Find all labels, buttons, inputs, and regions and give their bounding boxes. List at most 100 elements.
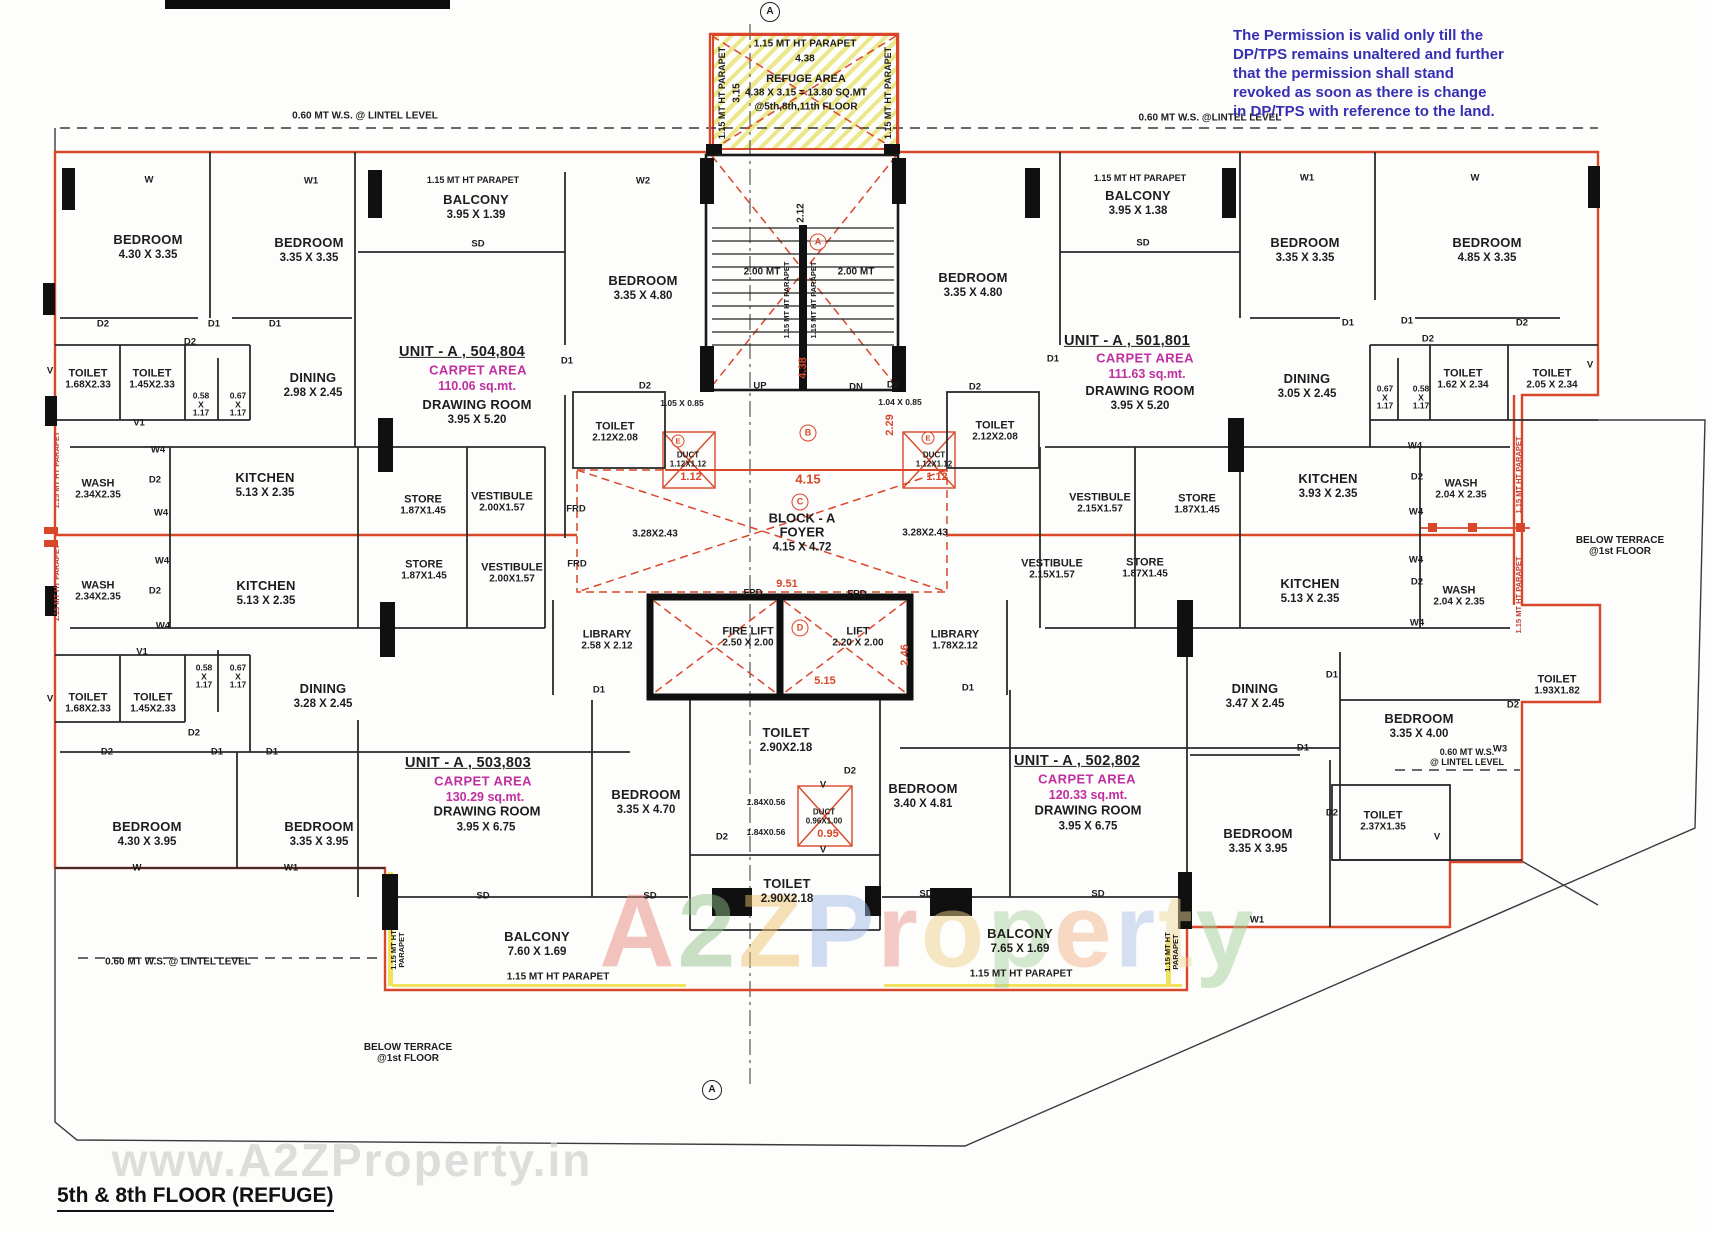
grid-marker-c: C bbox=[791, 493, 809, 511]
door-tag: D1 bbox=[1325, 669, 1339, 681]
refuge-parapet-top: 1.15 MT HT PARAPET bbox=[753, 38, 857, 50]
lintel-note-bottom: 0.60 MT W.S. @ LINTEL LEVEL bbox=[105, 956, 251, 968]
carpet-area-label: CARPET AREA bbox=[429, 362, 527, 378]
carpet-area-label: CARPET AREA bbox=[434, 773, 532, 789]
window-tag: W bbox=[1470, 172, 1480, 184]
room-drawing-room-dims: 3.95 X 6.75 bbox=[456, 821, 516, 834]
watermark-letter: 2 bbox=[677, 873, 739, 990]
window-tag: W bbox=[144, 174, 154, 186]
stair-up-label: UP bbox=[753, 380, 767, 392]
duct-dim-red: 1.12 bbox=[680, 470, 702, 483]
watermark-url: www.A2ZProperty.in bbox=[111, 1134, 593, 1186]
door-tag: D2 bbox=[1421, 333, 1435, 345]
edge-parapet: 1.15 MT HT PARAPET bbox=[1514, 436, 1524, 514]
balcony-parapet-note: 1.15 MT HT PARAPET bbox=[426, 174, 520, 185]
wall-jambs bbox=[43, 144, 1600, 930]
carpet-area-value: 110.06 sq.mt. bbox=[438, 379, 516, 393]
window-tag: W4 bbox=[153, 507, 169, 519]
refuge-depth-dim: 3.15 bbox=[731, 83, 743, 103]
lintel-note: 0.60 MT W.S. @ LINTEL LEVEL bbox=[1429, 746, 1505, 767]
door-tag: D2 bbox=[96, 318, 110, 330]
stair-dim: 2.12 bbox=[795, 203, 807, 223]
door-tag: FRD bbox=[567, 558, 587, 570]
door-tag: D2 bbox=[715, 831, 729, 843]
watermark-letter: y bbox=[1195, 873, 1257, 990]
door-tag: D2 bbox=[1410, 576, 1424, 588]
lintel-note-top-right: 0.60 MT W.S. @LINTEL LEVEL bbox=[1138, 112, 1282, 124]
door-tag: D2 bbox=[1515, 317, 1529, 329]
dim-small: 0.58 X 1.17 bbox=[195, 662, 213, 690]
stair-dn-label: DN bbox=[849, 381, 863, 393]
unit-title: UNIT - A , 502,802 bbox=[1013, 752, 1141, 769]
carpet-area-value: 111.63 sq.mt. bbox=[1108, 367, 1186, 381]
stair-dim-red: 2.29 bbox=[883, 414, 896, 436]
door-tag: D1 bbox=[592, 684, 606, 696]
interior-walls bbox=[55, 152, 1598, 931]
scan-artifact-bar bbox=[165, 0, 450, 9]
door-tag: D2 bbox=[100, 746, 114, 758]
door-tag: SD bbox=[1136, 237, 1150, 249]
permission-note: The Permission is valid only till the DP… bbox=[1233, 27, 1504, 121]
lift-core bbox=[646, 593, 914, 701]
vent-tag: V bbox=[46, 693, 54, 705]
watermark-letter: A bbox=[599, 873, 678, 990]
door-tag: SD bbox=[1091, 888, 1105, 900]
room-drawing-room-dims: 3.95 X 6.75 bbox=[1058, 820, 1118, 833]
foyer-dim-red: 4.15 bbox=[795, 471, 821, 487]
stair-parapet-note: 1.15 MT HT PARAPET bbox=[809, 261, 819, 339]
room-foyer: FOYER bbox=[779, 524, 825, 540]
door-tag: SD bbox=[919, 888, 933, 900]
carpet-area-value: 120.33 sq.mt. bbox=[1048, 788, 1128, 802]
window-tag: W4 bbox=[1408, 506, 1424, 518]
door-tag: FPD bbox=[743, 587, 763, 599]
vent-tag: V bbox=[819, 844, 827, 856]
dim-small: 1.04 X 0.85 bbox=[878, 397, 922, 408]
dim-small: 0.67 X 1.17 bbox=[1376, 383, 1394, 411]
room-duct: DUCT 1.12X1.12 bbox=[669, 450, 707, 468]
watermark-letter: r bbox=[877, 873, 921, 990]
window-tag: W1 bbox=[303, 175, 319, 187]
door-tag: D2 bbox=[886, 379, 900, 391]
lift-dim-red: 5.15 bbox=[814, 674, 836, 687]
refuge-width-dim: 4.38 bbox=[795, 53, 815, 65]
unit-title: UNIT - A , 504,804 bbox=[398, 343, 526, 360]
dim-small: 0.67 X 1.17 bbox=[229, 662, 247, 690]
grid-marker-b: B bbox=[799, 424, 817, 442]
edge-parapet: 1.15 MT HT PARAPET bbox=[52, 431, 62, 509]
below-terrace-note: BELOW TERRACE @1st FLOOR bbox=[1575, 534, 1665, 557]
below-terrace-note: BELOW TERRACE @1st FLOOR bbox=[363, 1041, 453, 1064]
door-tag: FRD bbox=[566, 503, 586, 515]
window-tag: W3 bbox=[1492, 743, 1508, 755]
